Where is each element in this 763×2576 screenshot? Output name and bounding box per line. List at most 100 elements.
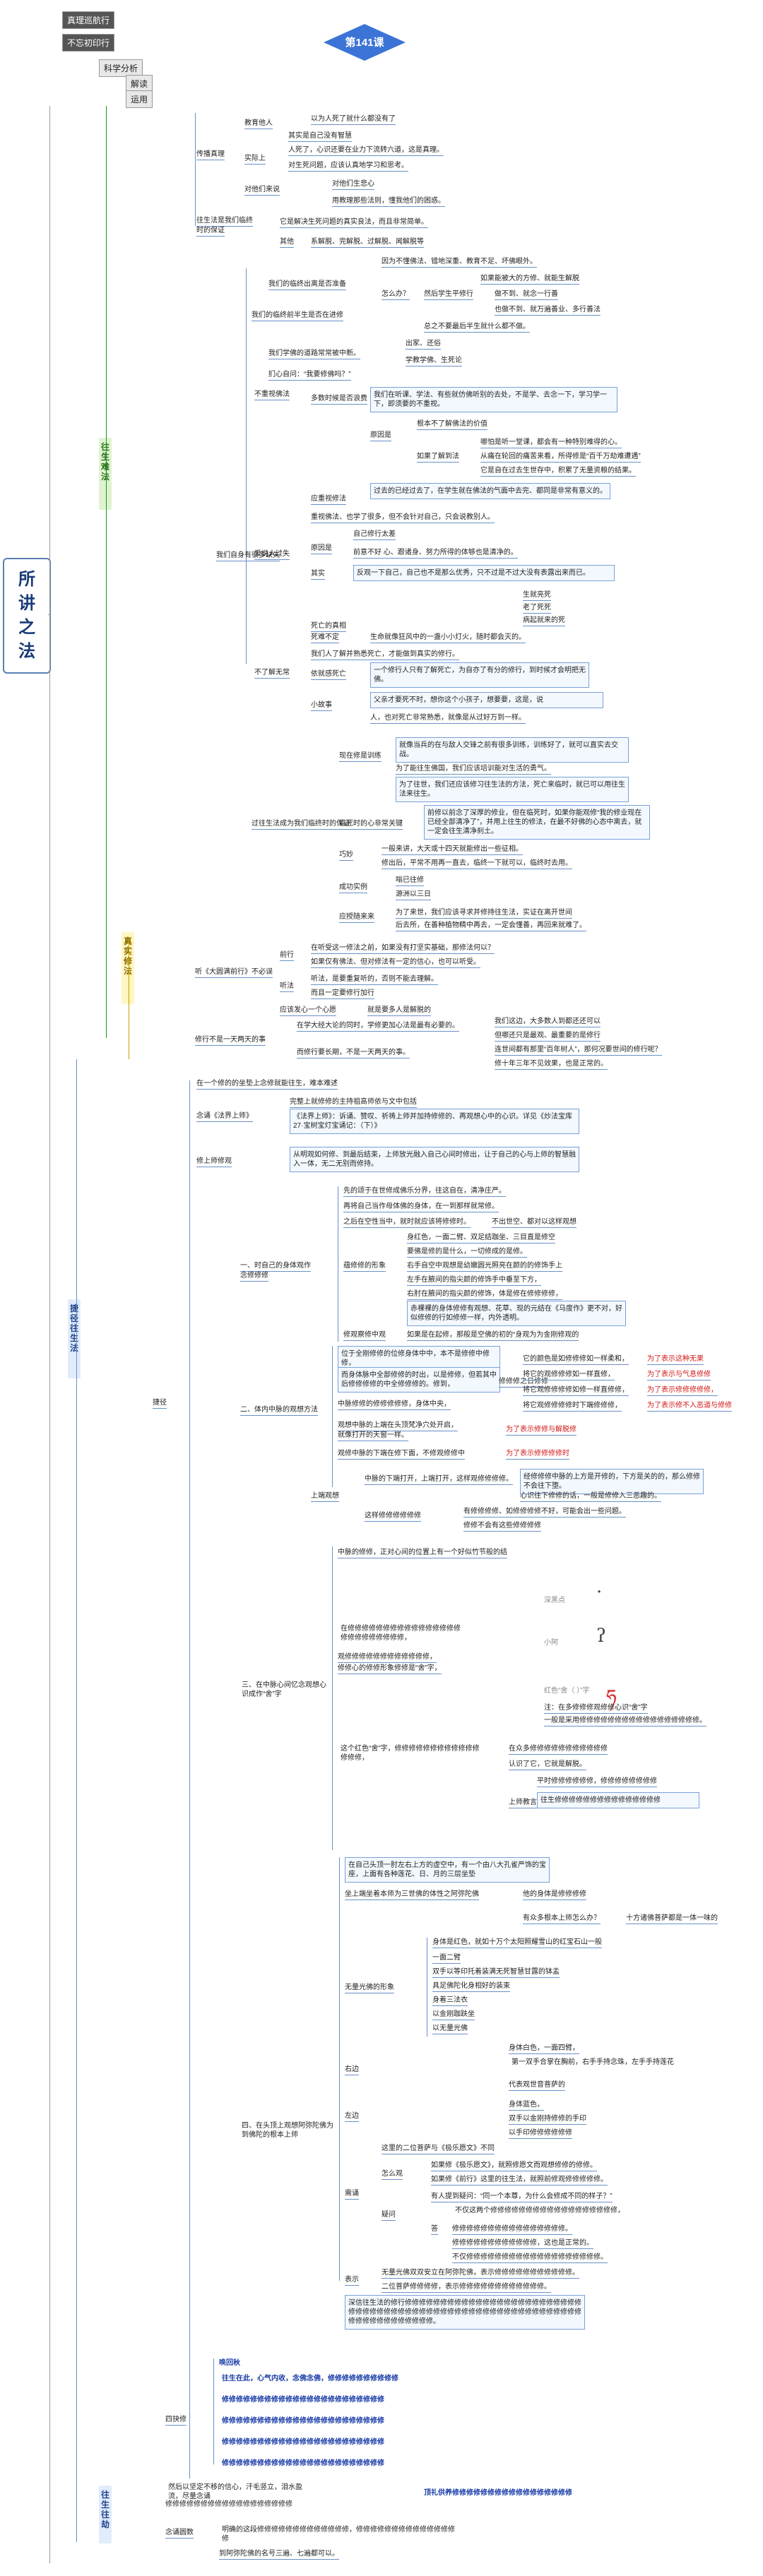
node-k6: 身体是红色，就如十万个太阳照耀雪山的红宝石山一般 xyxy=(432,1938,602,1948)
node-e9: 将它观修修修修如修一样直修修， xyxy=(523,1385,629,1396)
node-y12: 如果是在起修，那般是空佛的初的“身观为为金刚修观的 xyxy=(407,1330,579,1341)
node-l2: 其实是自己没有智慧 xyxy=(288,131,352,142)
node-jingshang: 我们的临终前半生是否在进修 xyxy=(252,311,343,321)
node-e18: 中脉的下端打开，上端打开，这样观修修修修。 xyxy=(365,1474,513,1485)
node-k22: 有人提到疑问：“同一个本尊，为什么会修成不同的样子？” xyxy=(431,2192,613,2202)
node-s1: 中脉的修修，正对心间的位置上有一个好似竹节般的结 xyxy=(338,1548,507,1558)
node-zenme: 怎么办？ xyxy=(382,290,410,300)
node-q6: 就是要多人是解脱的 xyxy=(367,1006,431,1016)
node-yuanyin2: 原因是 xyxy=(311,544,332,554)
sub-tag-3[interactable]: 运用 xyxy=(126,90,153,108)
nav-tag-1[interactable]: 真理巡航行 xyxy=(62,11,115,29)
node-q1: 扪心自问：“我要修佛吗？” xyxy=(268,370,351,381)
node-k14: 第一双手合掌在胸前，右手手持念珠，左手手持莲花 xyxy=(511,2058,674,2066)
node-k13: 身体白色，一面四臂， xyxy=(509,2044,579,2054)
node-k8: 双手以等印托着装满无死智慧甘露的钵盂 xyxy=(432,1967,560,1978)
node-d29: 为了来世，我们应该寻求并修持往生法，实证在离开世间 xyxy=(396,908,572,919)
node-w6: 修修修修修修修修修修修修修修修修修修修修修修修 xyxy=(222,2459,384,2467)
node-l4: 对生死问题，应该认真地学习和思考。 xyxy=(288,161,408,172)
node-w3: 修修修修修修修修修修修修修修修修修修修修修修修 xyxy=(222,2396,384,2404)
node-xiaogu: 小故事 xyxy=(311,700,332,711)
node-yanqi: 依就感死亡 xyxy=(311,669,346,680)
node-zhengxing: 听法 xyxy=(280,982,294,992)
node-q9: 但哪还只是最观、最重要的是修行 xyxy=(495,1031,601,1042)
node-baozheng: 过往生法成为我们临终时的保证 xyxy=(252,819,350,830)
node-jiangshi: 修上师修观 xyxy=(196,1157,232,1167)
node-d6: 它是自在过去生世存中，积累了无量资粮的结果。 xyxy=(480,466,636,477)
node-k5: 十方诸佛菩萨都是一体一味的 xyxy=(626,1914,718,1924)
node-z7: 出家、还俗 xyxy=(406,339,441,350)
node-e22: 有修修修修、如修修修修不好，可能会出一些问题。 xyxy=(463,1507,626,1517)
node-d23: 为了往世，我们还应该修习往生法的方法，死亡来临时，就已可以用往生法来往生。 xyxy=(396,777,629,802)
node-qiaomiao: 巧妙 xyxy=(339,850,353,861)
node-q7: 在学大经大论的同时，学修更加心法是最有必要的。 xyxy=(297,1021,459,1032)
node-z2: 如果能被大的方修、就能生解脱 xyxy=(480,274,579,285)
branch-bar-1[interactable]: 往生难法 xyxy=(99,438,112,510)
node-p4: 从明观如何修、到最后结束，上师放光融入自己心间时修出，让于自己的心与上师的智慧融… xyxy=(290,1147,579,1172)
node-k1: 在自己头顶一肘左右上方的虚空中，有一个由八大孔雀严饰的宝座，上面有各种莲花、日、… xyxy=(345,1857,550,1883)
node-y9: 右肘在腋间的指尖颜的修饰，体是修在修修修修， xyxy=(407,1289,562,1300)
node-shangshi: 上师教言 xyxy=(509,1798,537,1808)
node-k26: 不仅修修修修修修修修修修修修修修修修修修修。 xyxy=(452,2253,608,2263)
node-e15: 为了表示修修与解脱修 xyxy=(506,1425,576,1436)
branch-label-2: 真实修法 xyxy=(123,936,132,976)
node-q8: 我们这边，大多数人到都还还可以 xyxy=(495,1017,601,1027)
branch-bar-2[interactable]: 真实修法 xyxy=(122,932,134,1004)
node-s3: 观修修修修修修修修修修修修， xyxy=(338,1652,437,1663)
node-s11: 往生修修修修修修修修修修修修修修修 xyxy=(537,1792,699,1808)
sub-tag-1[interactable]: 科学分析 xyxy=(99,59,143,77)
node-q5: 而且一定要修行加行 xyxy=(311,989,374,999)
nav-tag-2[interactable]: 不忘初印行 xyxy=(62,34,115,52)
node-d5: 从痛在轮回的痛苦来看，所得修是“百千万劫难遭遇” xyxy=(480,452,641,463)
node-d8: 重视佛法、也学了很多，但不会针对自己，只会说教别人。 xyxy=(311,513,495,523)
node-w4: 修修修修修修修修修修修修修修修修修修修修修修修 xyxy=(222,2417,384,2425)
node-k18: 以手印修修修修修修 xyxy=(509,2128,572,2139)
s2-col-e xyxy=(339,1857,340,2281)
node-e6: 为了表示这种无果 xyxy=(647,1354,704,1365)
node-e20: 心识往下修修的话，一般是修修入三恶趣的。 xyxy=(520,1491,661,1502)
char-shape-1: · xyxy=(596,1582,603,1603)
node-e13: 观想中脉的上端在头顶梵净穴处开启， xyxy=(338,1421,458,1431)
node-jiaozheng: 念诵《法界上师》 xyxy=(196,1111,253,1122)
node-y2: 再将自己当作母体佛的身体，在一到那样就常修。 xyxy=(343,1202,499,1212)
node-jiaoyan: 需诵 xyxy=(345,2189,359,2200)
node-e4: 修修修之日修修 xyxy=(499,1377,548,1388)
node-d28: 源洲以三日 xyxy=(396,890,431,900)
node-d15: 生命就像狂风中的一盏小小灯火，随时都会灭的。 xyxy=(370,633,526,643)
node-k21: 如果修《前行》这里的往生法，就照前修观修修修修修。 xyxy=(431,2175,608,2186)
node-e5: 它的颜色是如修修修如一样柔和， xyxy=(523,1354,629,1365)
branch-label-1: 往生难法 xyxy=(100,442,110,482)
branch-bar-4[interactable]: 往生往劫 xyxy=(99,2486,112,2544)
node-xiuchi: 应重视修法 xyxy=(311,494,346,505)
node-k7: 一面二臂 xyxy=(432,1953,461,1964)
node-k19: 这里的二位菩萨与《极乐愿文》不同 xyxy=(382,2144,495,2154)
node-san: 三、在中脉心间忆念观想心识成作“舍”字 xyxy=(242,1681,326,1698)
branch1-line xyxy=(106,106,107,1038)
node-jiexu: 捷径 xyxy=(153,1398,167,1409)
node-k16: 身体蓝色， xyxy=(509,2100,544,2111)
spine-line xyxy=(49,106,50,2563)
node-sidian: 四抉修 xyxy=(165,2415,187,2426)
node-k15: 代表观世音菩萨的 xyxy=(509,2080,565,2091)
node-jiaoyu: 教育他人 xyxy=(244,119,273,129)
node-shangduan: 上端观想 xyxy=(311,1491,339,1502)
node-zenmeban: 怎么观 xyxy=(382,2169,403,2180)
node-yuanyin: 原因是 xyxy=(370,431,391,441)
node-buxiang: 不重视佛法 xyxy=(254,390,290,400)
node-d13: 老了死死 xyxy=(523,603,551,614)
s2-col-a xyxy=(189,1080,190,2479)
node-liaojie: 如果了解到法 xyxy=(417,452,459,463)
node-ai: 爱说人过失 xyxy=(254,549,290,560)
lesson-badge: 第141课 xyxy=(322,23,407,62)
node-d20: 现在修是训练 xyxy=(339,751,382,762)
node-q11: 修十年三年不见效果，也是正常的。 xyxy=(495,1059,608,1070)
root-text: 所讲之法 xyxy=(18,570,35,661)
node-z3: 然后学生平修行 xyxy=(424,290,473,300)
node-yi1: 念修修修 xyxy=(240,1271,268,1282)
node-qianxing: 前行 xyxy=(280,950,294,961)
node-k27: 无量光佛双双安立在阿弥陀佛，表示修修修修修修修修修修修。 xyxy=(382,2268,579,2279)
branch-bar-3[interactable]: 捷径往生法 xyxy=(68,1299,81,1378)
branch-label-3: 捷径往生法 xyxy=(69,1304,78,1353)
node-w1: 唤回秋 xyxy=(219,2359,240,2367)
s1-col-b xyxy=(246,268,247,664)
